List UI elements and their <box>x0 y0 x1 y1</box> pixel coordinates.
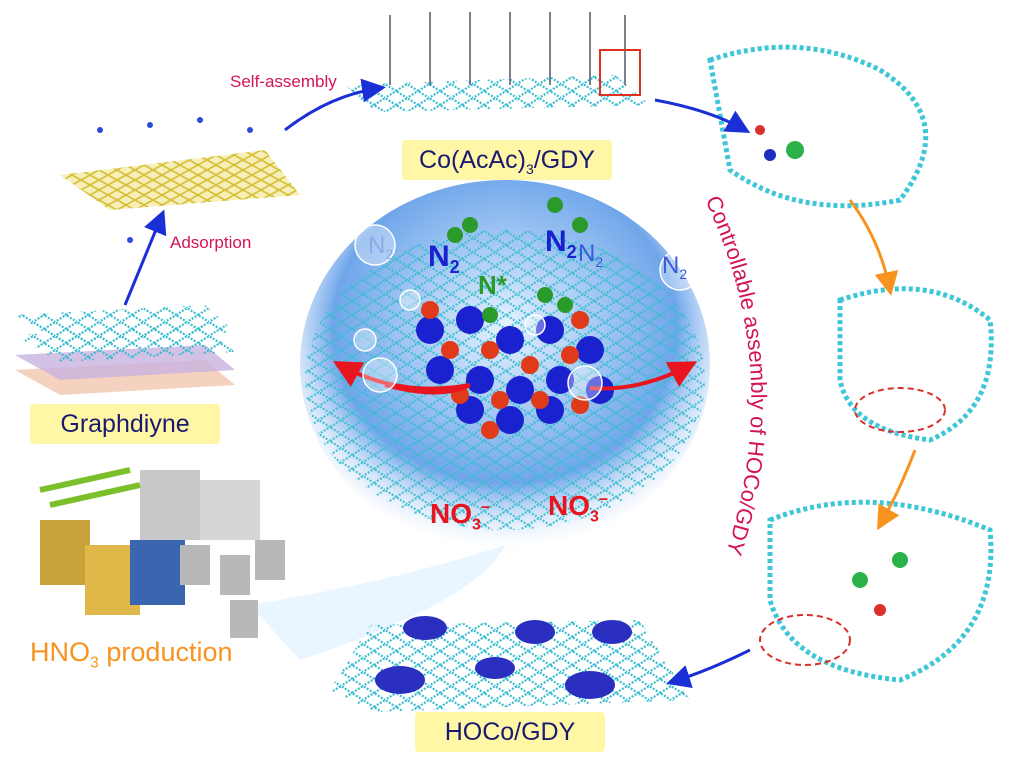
co-acac-gdy-sheet <box>345 12 650 112</box>
n2-bubble-label: N2 <box>368 232 393 262</box>
no: NO <box>548 490 590 521</box>
n: N <box>428 240 450 273</box>
graphdiyne-stack <box>15 305 235 395</box>
hoco-gdy-label: HOCo/GDY <box>415 712 605 752</box>
label-sub: 3 <box>526 161 534 177</box>
controllable-assembly-label: Controllable assembly of HOCo/GDY <box>701 192 772 559</box>
no: NO <box>430 498 472 529</box>
assembly-step-2 <box>837 286 994 443</box>
adsorption-arrow <box>123 209 167 306</box>
n2-label: N2 <box>545 225 577 263</box>
hno3-plant-illustration <box>39 467 285 638</box>
sub: 2 <box>385 245 394 262</box>
adsorbed-layer <box>60 117 300 243</box>
n2-bubble-label: N2 <box>662 252 687 282</box>
assembly-step-1 <box>707 44 929 209</box>
step-arrow-1 <box>848 199 899 296</box>
adsorption-label: Adsorption <box>170 233 252 252</box>
assembly-step-3 <box>759 499 994 683</box>
step-arrow-2 <box>877 449 917 531</box>
no3-label: NO3− <box>430 498 490 535</box>
final-arrow <box>666 648 751 689</box>
zoom-in-arrow <box>654 98 751 133</box>
sub: 2 <box>595 253 604 270</box>
sub: 3 <box>472 516 481 534</box>
n-star-label: N* <box>478 270 507 300</box>
label-tail: /GDY <box>533 146 595 174</box>
charge: − <box>480 499 491 517</box>
label-tail: production <box>98 637 233 667</box>
zoom-connector <box>250 545 505 660</box>
label-main: Co(AcAc) <box>419 146 527 174</box>
no3-label: NO3− <box>548 490 608 527</box>
center-magnified-view <box>300 180 710 550</box>
hoco-gdy-sheet <box>330 616 690 712</box>
label-sub: 3 <box>90 654 99 672</box>
n: N <box>368 232 386 259</box>
n2-bubble-label: N2 <box>578 240 603 270</box>
sub: 2 <box>449 257 460 277</box>
charge: − <box>598 491 609 509</box>
sub: 2 <box>679 265 688 282</box>
n: N <box>578 240 596 267</box>
hno3-production-label: HNO3 production <box>30 637 233 672</box>
sub: 3 <box>590 508 599 526</box>
graphdiyne-label: Graphdiyne <box>30 404 220 444</box>
n: N <box>662 252 680 279</box>
self-assembly-label: Self-assembly <box>230 72 337 91</box>
n: N <box>545 225 567 258</box>
self-assembly-arrow <box>284 78 386 132</box>
label-main: HNO <box>30 637 90 667</box>
n2-label: N2 <box>428 240 460 278</box>
sub: 2 <box>566 242 577 262</box>
co-acac-gdy-label: Co(AcAc)3/GDY <box>402 140 612 180</box>
